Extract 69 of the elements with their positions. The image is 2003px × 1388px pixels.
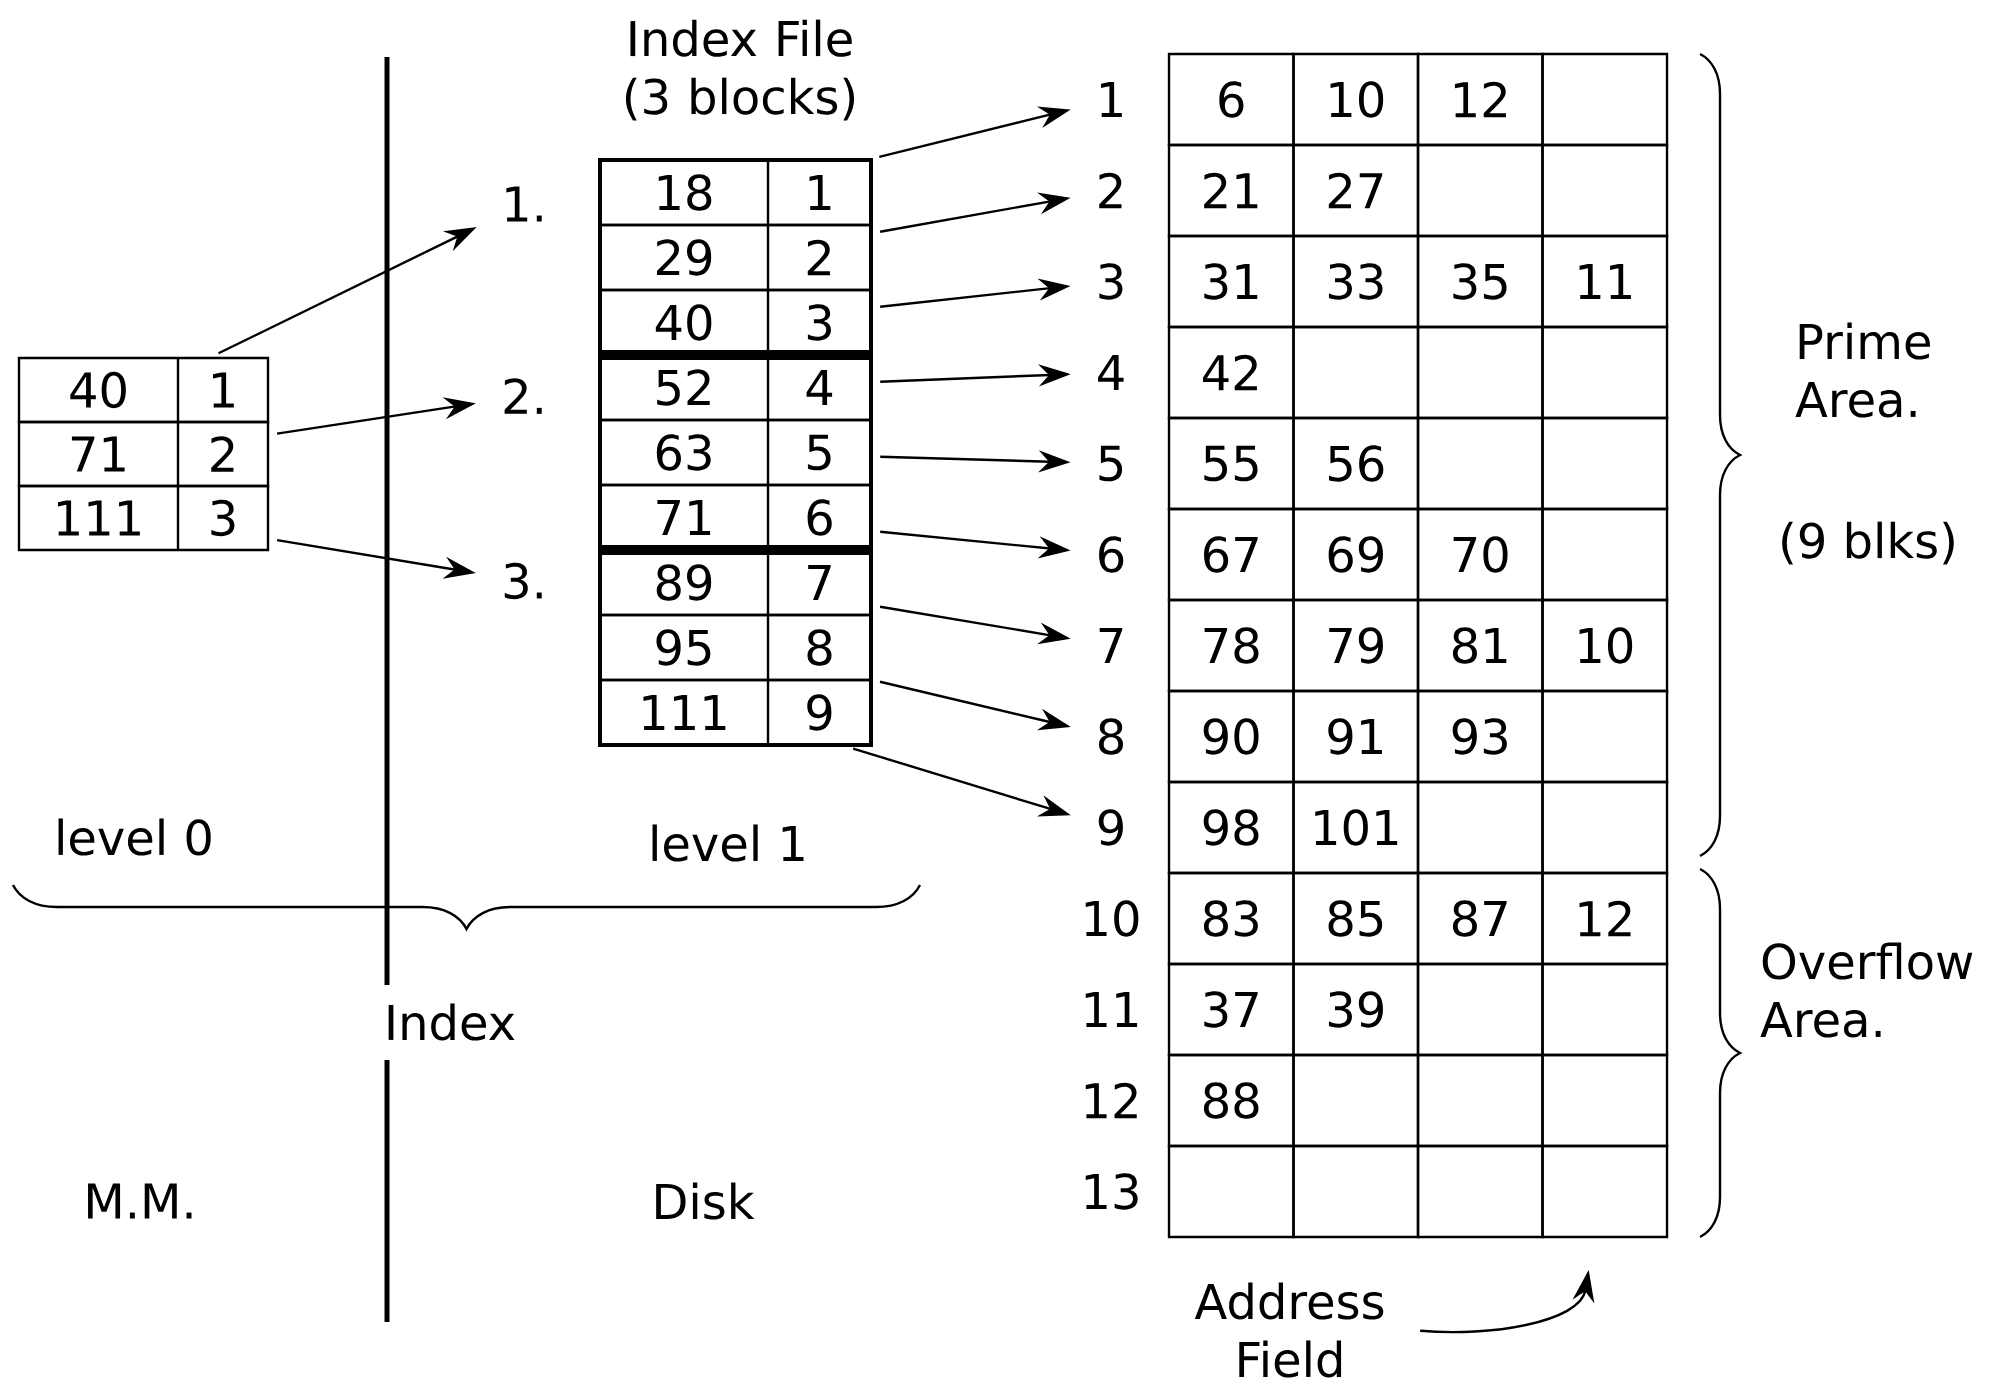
table-cell: 78 bbox=[1167, 598, 1295, 693]
block-number: 9 bbox=[1098, 809, 1123, 846]
block-number: 4 bbox=[1098, 355, 1124, 390]
section-label: M.M. bbox=[88, 1183, 192, 1219]
table-cell: 10 bbox=[1292, 52, 1420, 147]
table-cell: 6 bbox=[1167, 52, 1295, 147]
index-row: 95 8 bbox=[598, 613, 873, 682]
table-cell: 88 bbox=[1167, 1053, 1295, 1148]
index-row: 63 5 bbox=[598, 418, 873, 487]
block-number: 3 bbox=[1099, 263, 1123, 300]
table-cell: 87 bbox=[1416, 871, 1544, 966]
index-row: 71 2 bbox=[17, 420, 270, 488]
table-cell: 83 bbox=[1167, 871, 1295, 966]
table-cell: 90 bbox=[1167, 689, 1295, 784]
block-number: 12 bbox=[1085, 1082, 1137, 1119]
index-row: 40 3 bbox=[598, 288, 873, 357]
index-row: 52 4 bbox=[598, 353, 873, 422]
table-cell: 67 bbox=[1167, 507, 1295, 602]
table-cell: 27 bbox=[1292, 143, 1420, 238]
section-label: Index bbox=[388, 1003, 515, 1041]
table-cell: 70 bbox=[1416, 507, 1544, 602]
block-number: 2 bbox=[1099, 172, 1122, 209]
table-cell: 21 bbox=[1167, 143, 1295, 238]
block-number: 8 bbox=[1099, 718, 1123, 755]
table-cell: 39 bbox=[1292, 962, 1420, 1057]
table-cell: 79 bbox=[1292, 598, 1420, 693]
table-cell: 55 bbox=[1167, 416, 1295, 511]
index-row: 111 9 bbox=[598, 678, 873, 747]
level-label: level 1 bbox=[652, 824, 804, 862]
index-row: 40 1 bbox=[17, 356, 270, 424]
block-number: 1 bbox=[1101, 82, 1122, 117]
block-number: 11 bbox=[1085, 992, 1138, 1027]
area-label: Prime Area. bbox=[1795, 322, 1930, 418]
table-cell: 12 bbox=[1541, 871, 1669, 966]
table-cell: 31 bbox=[1167, 234, 1295, 329]
index-row: 89 7 bbox=[598, 548, 873, 617]
table-cell: 101 bbox=[1292, 780, 1420, 875]
index-row: 111 3 bbox=[17, 484, 270, 552]
pointer-number: 2. bbox=[504, 378, 542, 414]
section-label: Disk bbox=[656, 1182, 755, 1220]
annotation: Address Field bbox=[1194, 1282, 1384, 1378]
table-cell: 69 bbox=[1292, 507, 1420, 602]
pointer-number: 1. bbox=[506, 186, 542, 222]
area-label: Overflow Area. bbox=[1760, 942, 1973, 1038]
level-label: level 0 bbox=[58, 818, 211, 856]
table-cell: 42 bbox=[1167, 325, 1295, 420]
table-cell: 33 bbox=[1292, 234, 1420, 329]
table-heading: Index File (3 blocks) bbox=[625, 19, 855, 121]
table-cell: 11 bbox=[1541, 234, 1669, 329]
block-number: 6 bbox=[1099, 536, 1124, 573]
table-cell: 56 bbox=[1292, 416, 1420, 511]
table-cell: 98 bbox=[1167, 780, 1295, 875]
block-number: 7 bbox=[1099, 628, 1123, 663]
table-cell: 12 bbox=[1416, 52, 1544, 147]
table-cell: 91 bbox=[1292, 689, 1420, 784]
table-cell: 93 bbox=[1416, 689, 1544, 784]
table-cell: 35 bbox=[1416, 234, 1544, 329]
area-label: (9 blks) bbox=[1782, 521, 1954, 565]
pointer-number: 3. bbox=[504, 562, 542, 600]
index-row: 18 1 bbox=[598, 158, 873, 227]
index-row: 29 2 bbox=[598, 223, 873, 292]
table-cell: 37 bbox=[1167, 962, 1295, 1057]
table-cell: 85 bbox=[1292, 871, 1420, 966]
block-number: 10 bbox=[1085, 900, 1139, 937]
block-number: 5 bbox=[1099, 445, 1123, 482]
table-cell: 81 bbox=[1416, 598, 1544, 693]
block-number: 13 bbox=[1085, 1173, 1138, 1210]
index-row: 71 6 bbox=[598, 483, 873, 552]
table-cell: 10 bbox=[1541, 598, 1669, 693]
